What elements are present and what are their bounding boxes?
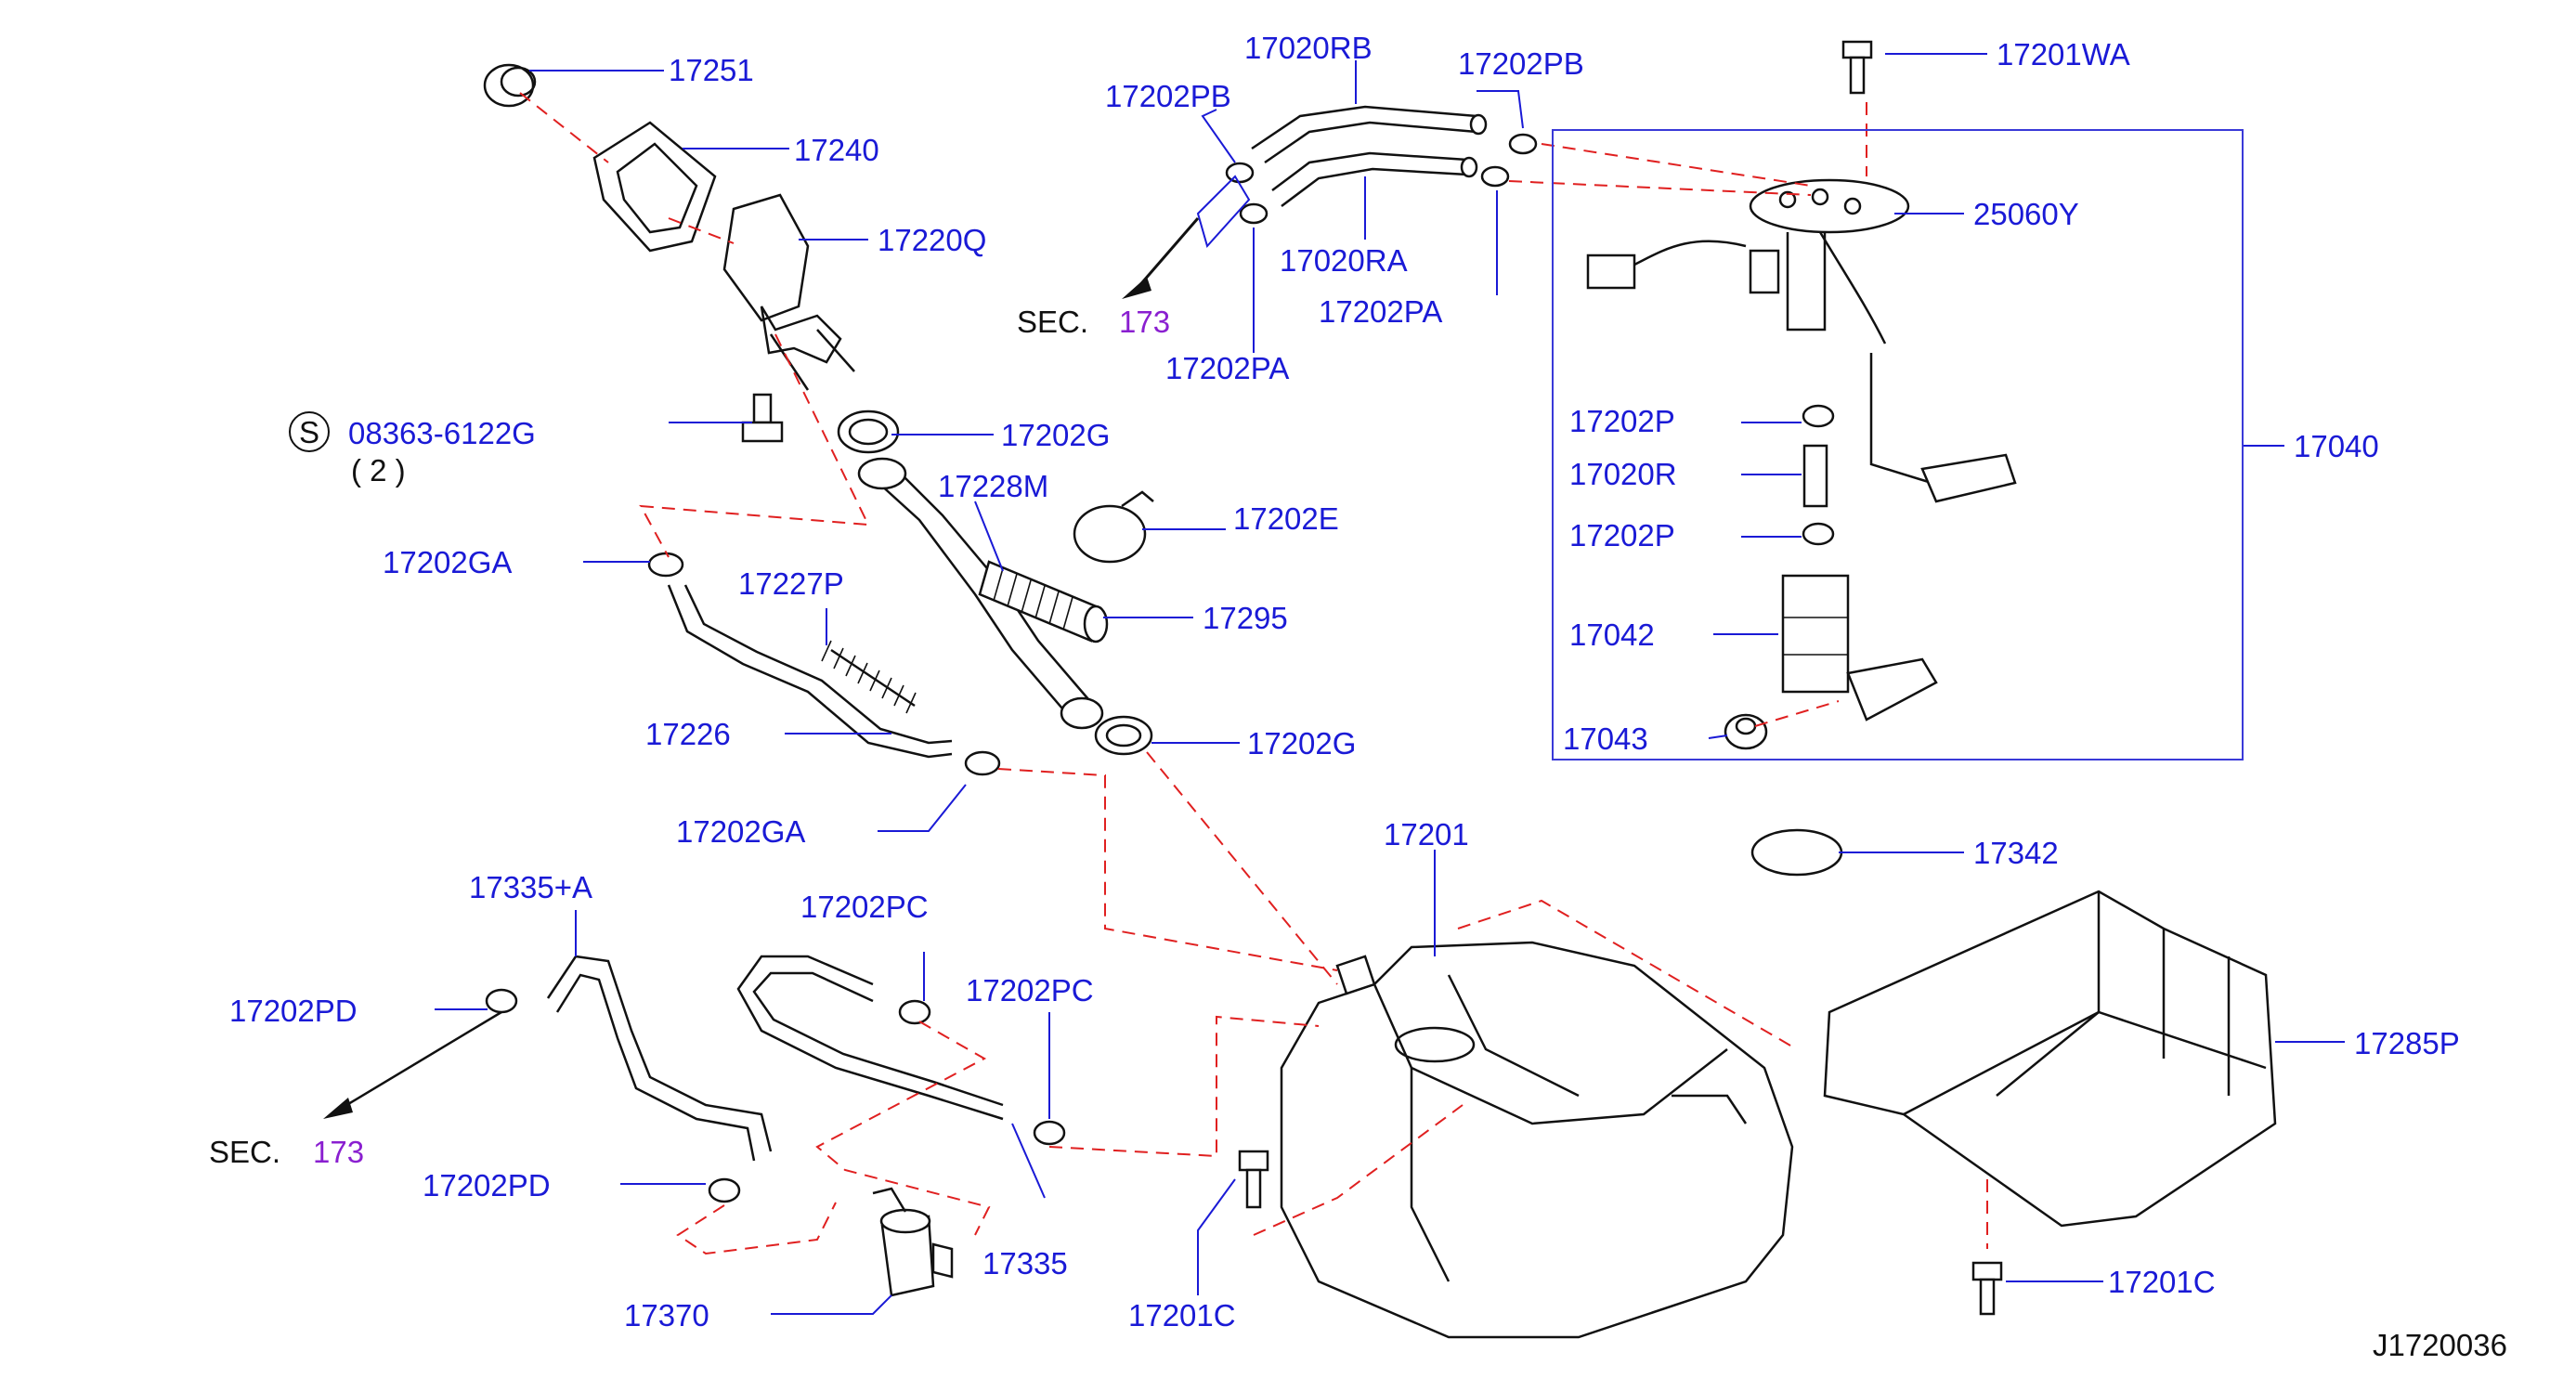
part-17020R-hose — [1802, 444, 1828, 508]
part-17202G-clamp-bottom — [1094, 715, 1153, 756]
part-17295-hose — [978, 560, 1109, 644]
part-08363-bolt — [741, 393, 784, 443]
label-17020RB[interactable]: 17020RB — [1244, 31, 1373, 65]
part-17227P-spring — [821, 640, 917, 714]
leader-lines — [435, 53, 2345, 1315]
label-17040[interactable]: 17040 — [2294, 429, 2379, 463]
part-17202PD-clamps — [485, 988, 741, 1203]
part-17201WA-bolt — [1841, 40, 1873, 95]
label-17202P-top[interactable]: 17202P — [1569, 404, 1675, 438]
part-17370-canister — [872, 1187, 954, 1297]
label-17202PA-right[interactable]: 17202PA — [1319, 294, 1442, 329]
part-17043-filter — [1724, 713, 1768, 750]
label-17020RA[interactable]: 17020RA — [1280, 243, 1408, 278]
label-17202PD-bottom[interactable]: 17202PD — [423, 1168, 551, 1202]
part-17202P-clamp-top — [1802, 404, 1835, 428]
part-17202E-clamp — [1073, 490, 1154, 564]
label-17020R[interactable]: 17020R — [1569, 457, 1677, 491]
label-08363-quantity: ( 2 ) — [351, 453, 406, 488]
label-17251[interactable]: 17251 — [669, 53, 754, 87]
part-17251-cap — [483, 63, 537, 108]
label-17240[interactable]: 17240 — [794, 133, 879, 167]
label-17201[interactable]: 17201 — [1384, 817, 1469, 852]
part-17202PA-clamps — [1239, 165, 1510, 225]
part-labels: 17251 17240 17220Q S 08363-6122G ( 2 ) 1… — [209, 31, 2507, 1362]
part-17202G-clamp-top — [837, 410, 900, 454]
label-17228M[interactable]: 17228M — [938, 469, 1048, 503]
label-25060Y[interactable]: 25060Y — [1973, 197, 2079, 231]
label-17202P-bottom[interactable]: 17202P — [1569, 518, 1675, 552]
label-17201WA[interactable]: 17201WA — [1997, 37, 2130, 72]
part-17020RA-hose — [1271, 151, 1478, 207]
label-17202PB-right[interactable]: 17202PB — [1458, 46, 1584, 81]
label-17202G-bottom[interactable]: 17202G — [1247, 726, 1356, 760]
part-17042-pump — [1781, 574, 1938, 722]
label-17202PC-left[interactable]: 17202PC — [800, 890, 929, 924]
sec-arrow-bottom — [323, 1010, 502, 1119]
label-sec-bottom-number[interactable]: 173 — [313, 1135, 364, 1169]
part-17285P-protector — [1823, 890, 2277, 1228]
label-17226[interactable]: 17226 — [645, 717, 731, 751]
label-17201C-left[interactable]: 17201C — [1128, 1298, 1236, 1332]
part-17226-hose — [667, 584, 953, 759]
part-17335A-hose — [546, 955, 773, 1162]
part-17240-seal — [592, 121, 717, 253]
assembly-dashed-lines — [519, 92, 1988, 1255]
label-17202E[interactable]: 17202E — [1233, 501, 1339, 536]
label-17335A[interactable]: 17335+A — [469, 870, 592, 904]
part-17202P-clamp-bottom — [1802, 522, 1835, 546]
label-17043[interactable]: 17043 — [1563, 722, 1648, 756]
label-08363-6122G[interactable]: 08363-6122G — [348, 416, 536, 450]
label-17285P[interactable]: 17285P — [2354, 1026, 2460, 1060]
sec-arrow-top — [1122, 217, 1200, 299]
label-17342[interactable]: 17342 — [1973, 836, 2059, 870]
part-17020RB-hose — [1251, 105, 1488, 164]
label-sec-top-number[interactable]: 173 — [1119, 305, 1170, 339]
label-17042[interactable]: 17042 — [1569, 618, 1655, 652]
part-17202PC-clamps — [898, 999, 1066, 1146]
part-17202GA-clamp-top — [647, 552, 684, 578]
label-17227P[interactable]: 17227P — [738, 566, 844, 601]
part-17202GA-clamp-bottom — [964, 750, 1001, 776]
label-17202PA-left[interactable]: 17202PA — [1165, 351, 1289, 385]
label-08363-prefix: S — [299, 415, 319, 449]
label-sec-top: SEC. — [1017, 305, 1088, 339]
s-circle-icon — [289, 411, 330, 452]
label-17370[interactable]: 17370 — [624, 1298, 709, 1332]
label-17202GA-top[interactable]: 17202GA — [383, 545, 512, 579]
label-17220Q[interactable]: 17220Q — [878, 223, 986, 257]
part-17201C-bolt-left — [1238, 1150, 1269, 1209]
label-17202G-top[interactable]: 17202G — [1001, 418, 1110, 452]
part-17342-gasket — [1750, 828, 1843, 877]
part-17202PB-clamps — [1225, 133, 1538, 184]
drawing-id: J1720036 — [2373, 1328, 2507, 1362]
label-17202PD-top[interactable]: 17202PD — [229, 994, 358, 1028]
part-25060Y-gauge-unit — [1586, 178, 2017, 503]
label-17295[interactable]: 17295 — [1203, 601, 1288, 635]
label-17202GA-bottom[interactable]: 17202GA — [676, 814, 805, 849]
part-17201C-bolt-right — [1971, 1261, 2003, 1316]
part-17201-fuel-tank — [1280, 941, 1794, 1339]
label-17202PC-right[interactable]: 17202PC — [966, 973, 1094, 1008]
label-17202PB-left[interactable]: 17202PB — [1105, 79, 1231, 113]
label-sec-bottom: SEC. — [209, 1135, 280, 1169]
label-17335[interactable]: 17335 — [982, 1246, 1068, 1280]
label-17201C-right[interactable]: 17201C — [2108, 1265, 2216, 1299]
part-17335-hose — [736, 955, 1004, 1121]
